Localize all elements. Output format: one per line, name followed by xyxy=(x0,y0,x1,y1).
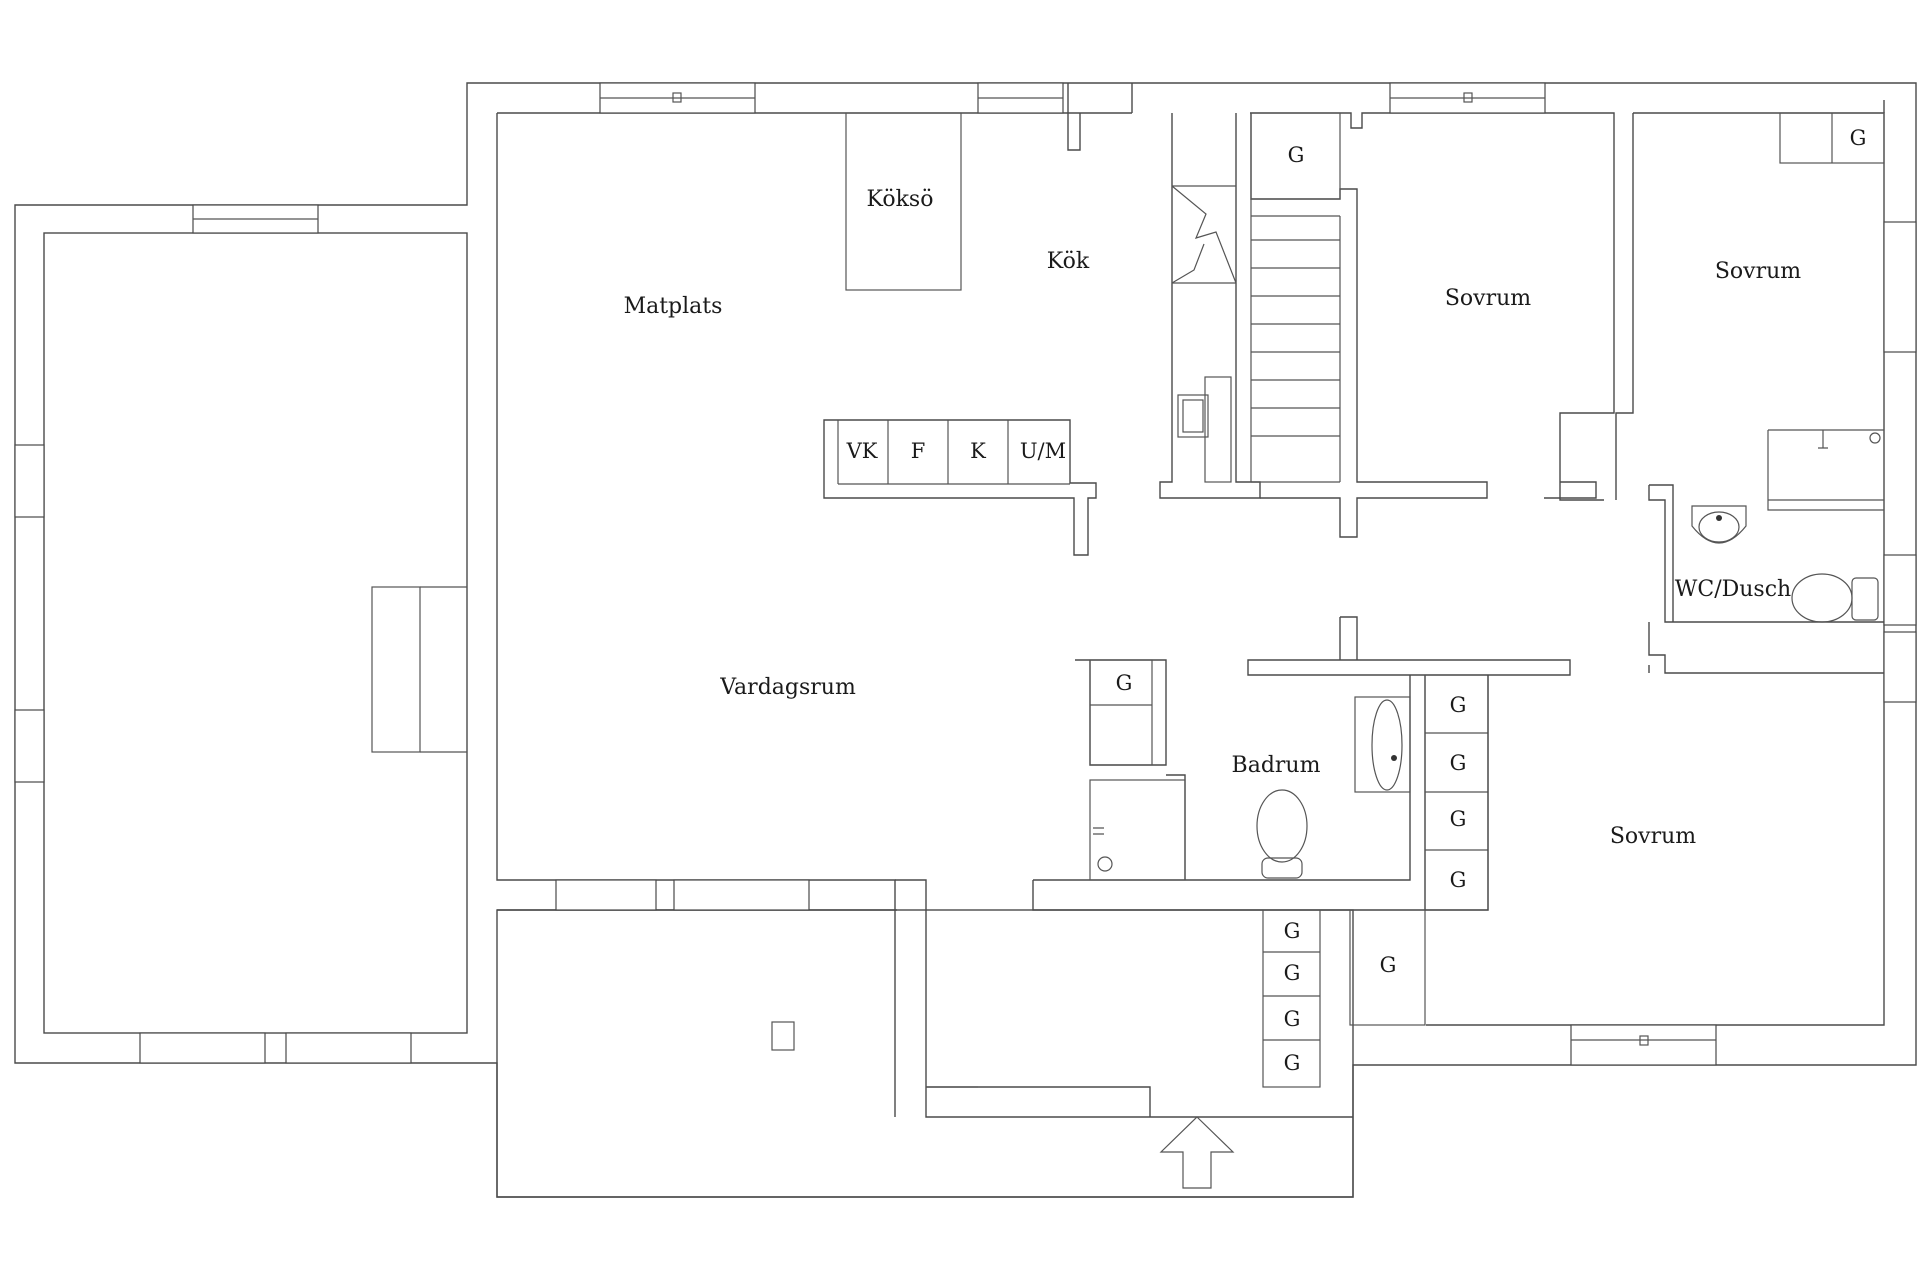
kitchen-island xyxy=(845,112,962,291)
toilet-icon xyxy=(1256,789,1308,879)
closet-label: G xyxy=(1450,693,1467,717)
room-label-koksoe: Köksö xyxy=(867,187,934,212)
appliance-labels: VK F K U/M xyxy=(846,439,1067,463)
toilet-icon xyxy=(1791,573,1879,623)
closet-label: G xyxy=(1284,1051,1301,1075)
room-label-badrum: Badrum xyxy=(1232,753,1321,778)
closet-label: G xyxy=(1284,961,1301,985)
stove-icon xyxy=(1171,185,1237,284)
fireplace-icon xyxy=(371,586,467,753)
closet-label: G xyxy=(1288,143,1305,167)
appliance-label-vk: VK xyxy=(846,439,878,463)
room-label-sovrum-3: Sovrum xyxy=(1610,824,1696,849)
closet-label: G xyxy=(1450,807,1467,831)
room-label-matplats: Matplats xyxy=(624,294,723,319)
closet-label: G xyxy=(1284,919,1301,943)
shower-icon xyxy=(1089,779,1186,881)
pillar xyxy=(771,1021,795,1051)
closet-label: G xyxy=(1284,1007,1301,1031)
closet-labels: G G G G G G G G G G G G xyxy=(1116,126,1867,1075)
closet-label: G xyxy=(1380,953,1397,977)
room-label-sovrum-2: Sovrum xyxy=(1715,259,1801,284)
appliance-label-k: K xyxy=(970,439,986,463)
interior-walls xyxy=(771,100,1885,1117)
closet-label: G xyxy=(1116,671,1133,695)
closet-label: G xyxy=(1850,126,1867,150)
shower-icon xyxy=(1818,430,1881,449)
room-label-vardagsrum: Vardagsrum xyxy=(719,675,856,700)
appliance-label-f: F xyxy=(911,439,926,463)
closet-label: G xyxy=(1450,868,1467,892)
shower-icon xyxy=(1093,827,1113,872)
windows xyxy=(14,82,1917,1066)
room-label-kok: Kök xyxy=(1047,249,1090,274)
stairs-icon xyxy=(1251,239,1340,437)
room-label-wc-dusch: WC/Dusch xyxy=(1675,577,1791,602)
entrance-arrow-icon xyxy=(1159,1116,1235,1189)
room-labels: Köksö Kök Matplats Vardagsrum Sovrum Sov… xyxy=(624,187,1802,849)
appliance-label-um: U/M xyxy=(1020,439,1066,463)
sink-icon xyxy=(1177,376,1232,483)
sink-icon xyxy=(1691,505,1747,544)
room-label-sovrum-1: Sovrum xyxy=(1445,286,1531,311)
sink-icon xyxy=(1354,696,1411,793)
closet-label: G xyxy=(1450,751,1467,775)
